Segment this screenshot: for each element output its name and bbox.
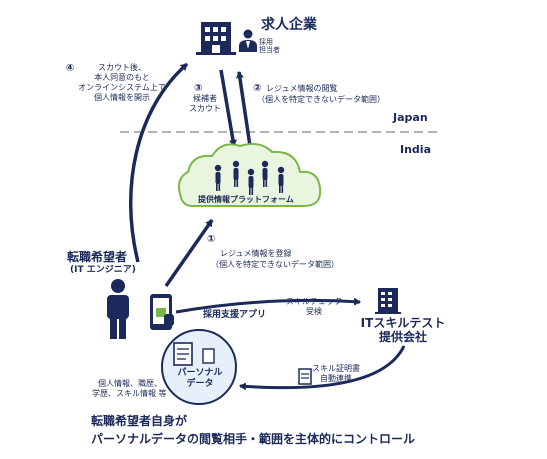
step4-line2: 本人同意のもと: [94, 73, 150, 82]
seeker-subtitle: (IT エンジニア): [70, 265, 136, 275]
step1-line1: レジュメ情報を登録: [220, 249, 292, 258]
region-japan: Japan: [393, 111, 428, 124]
step1-line2: （個人を特定できないデータ範囲）: [211, 260, 339, 269]
test-company-building-icon: [375, 288, 401, 314]
personal-data-line2: データ: [186, 379, 214, 389]
personal-data-line1: パーソナル: [177, 368, 223, 378]
certificate-line1: スキル証明書: [312, 364, 360, 373]
arrow-step2: [235, 71, 252, 147]
skill-check-line2: 受検: [306, 307, 322, 316]
tagline-line1: 転職希望者自身が: [91, 414, 188, 428]
arrow-certificate: [239, 345, 406, 391]
arrow-step3: [219, 69, 237, 147]
skill-check-line1: スキルチェック: [286, 297, 342, 306]
step3-line1: 候補者: [193, 94, 217, 103]
personal-data-circle: [161, 329, 237, 405]
personal-info-label: 個人情報、職歴、 学歴、スキル情報 等: [92, 379, 167, 399]
platform-cloud: [178, 143, 322, 207]
recruiter-icon: [239, 29, 257, 52]
recruiter-line1: 採用: [259, 38, 273, 46]
personal-info-line1: 個人情報、職歴、: [98, 379, 162, 388]
company-title: 求人企業: [261, 17, 317, 33]
step4-line4: 個人情報を開示: [94, 93, 150, 102]
step3-label: 候補者 スカウト: [184, 94, 226, 114]
app-label: 採用支援アプリ: [203, 310, 267, 320]
arrow-step4: [129, 62, 189, 263]
step4-label: ④ スカウト後、 本人同意のもと オンラインシステム上で 個人情報を開示: [62, 63, 182, 103]
test-company-line1: ITスキルテスト: [360, 316, 446, 330]
test-company-line2: 提供会社: [378, 330, 427, 344]
smartphone-icon: [150, 294, 174, 330]
arrow-skill-check: [175, 297, 361, 314]
job-seeker-icon: [107, 279, 129, 339]
test-company-label: ITスキルテスト 提供会社: [348, 316, 458, 344]
people-group-icon: [214, 160, 285, 195]
recruiter-label: 採用 担当者: [259, 38, 280, 54]
certificate-line2: 自動連携: [320, 374, 352, 383]
step4-line1: スカウト後、: [98, 63, 146, 72]
document-icon: [173, 342, 215, 366]
skill-check-label: スキルチェック 受検: [284, 297, 344, 317]
personal-info-line2: 学歴、スキル情報 等: [92, 389, 167, 398]
tagline-line2: パーソナルデータの閲覧相手・範囲を主体的にコントロール: [91, 432, 416, 446]
seeker-title: 転職希望者: [67, 250, 128, 264]
step2-line2: （個人を特定できないデータ範囲）: [257, 95, 385, 104]
step4-line3: オンラインシステム上で: [78, 83, 166, 92]
step3-line2: スカウト: [189, 104, 221, 113]
certificate-label: スキル証明書 自動連携: [308, 364, 364, 384]
step1-number: ①: [207, 234, 216, 245]
platform-label: 提供情報プラットフォーム: [198, 195, 294, 204]
step2-number: ②: [253, 83, 262, 94]
recruiter-line2: 担当者: [259, 46, 280, 54]
personal-data-label: パーソナル データ: [172, 368, 228, 390]
certificate-icon: [298, 368, 312, 385]
arrow-step1: [164, 218, 214, 288]
building-icon: [196, 22, 236, 55]
step4-number: ④: [65, 63, 75, 74]
step2-line1: レジュメ情報の閲覧: [266, 84, 338, 93]
step3-number: ③: [194, 83, 203, 94]
region-india: India: [400, 143, 431, 156]
